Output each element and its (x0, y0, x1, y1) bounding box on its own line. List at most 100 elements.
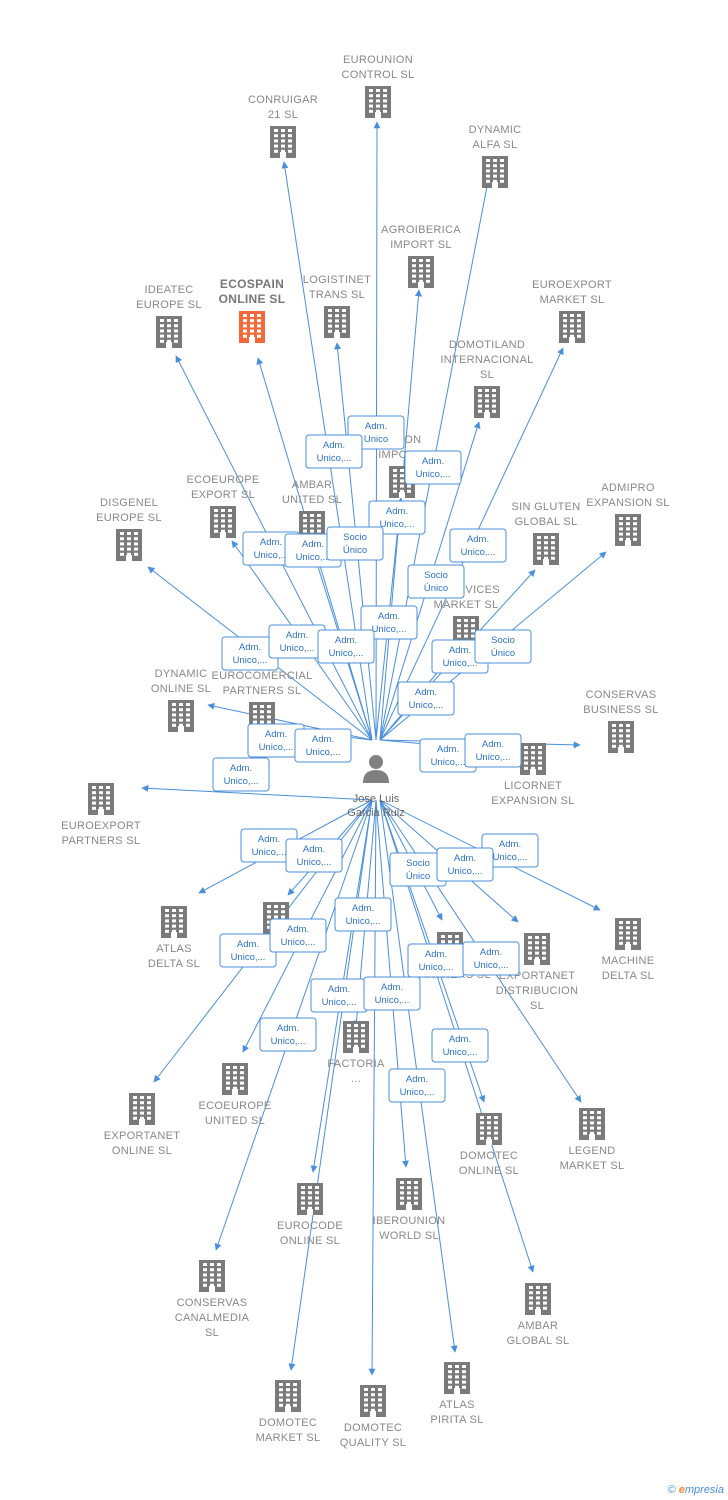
building-window (315, 1196, 319, 1200)
building-window (186, 713, 190, 717)
building-window (328, 329, 332, 333)
building-window (376, 99, 380, 103)
building-window (426, 274, 430, 278)
building-window (619, 744, 623, 748)
role-text: Unico,... (346, 916, 381, 927)
role-label: Adm.Unico,... (419, 738, 477, 773)
footer-brand[interactable]: © empresia (668, 1484, 724, 1496)
company-label: ATLAS (156, 943, 192, 955)
company-factoria[interactable]: FACTORIA... (327, 1021, 385, 1085)
building-window (369, 104, 373, 108)
building-window (228, 529, 232, 533)
company-label: PIRITA SL (430, 1414, 483, 1426)
building-window (543, 1301, 547, 1305)
company-label: GLOBAL SL (515, 516, 578, 528)
building-window (354, 1034, 358, 1038)
building-window (281, 915, 285, 919)
building-window (542, 936, 546, 939)
building-window (133, 1106, 137, 1110)
building-door (406, 1204, 412, 1210)
building-window (288, 149, 292, 153)
role-text: Unico,... (259, 742, 294, 753)
building-window (590, 1126, 594, 1130)
building-window (240, 1086, 244, 1090)
role-label: Adm.Unico,... (397, 681, 455, 716)
building-window (335, 324, 339, 328)
building-window (480, 1126, 484, 1130)
company-label: ... (351, 1073, 361, 1085)
building-window (448, 1385, 452, 1389)
building-window (544, 536, 548, 539)
building-window (364, 1408, 368, 1412)
building-window (281, 905, 285, 908)
company-label: CONSERVAS (177, 1297, 248, 1309)
role-text: Adm. (323, 440, 345, 451)
role-label: Adm.Unico,... (317, 629, 375, 664)
building-window (376, 104, 380, 108)
building-window (203, 1278, 207, 1282)
building-window (167, 324, 171, 328)
role-text: Adm. (302, 539, 324, 550)
building-window (577, 319, 581, 323)
building-door (535, 1309, 541, 1315)
building-window (457, 619, 461, 622)
building-window (419, 264, 423, 268)
building-window (494, 1126, 498, 1130)
building-window (342, 329, 346, 333)
building-window (328, 319, 332, 323)
person-name: Garcia Ruiz (347, 807, 404, 819)
person-name: Jose Luis (353, 793, 400, 805)
building-window (537, 551, 541, 555)
building-window (529, 1306, 533, 1310)
role-text: Unico,... (322, 997, 357, 1008)
company-label: DISTRIBUCION (496, 985, 578, 997)
company-label: ECOEUROPE (199, 1100, 272, 1112)
role-text: Adm. (437, 744, 459, 755)
building-window (371, 1393, 375, 1397)
company-label: ECOEUROPE (187, 474, 260, 486)
building-window (538, 761, 542, 765)
building-window (383, 104, 387, 108)
building-window (487, 1116, 491, 1119)
building-door (166, 342, 172, 348)
building-window (626, 931, 630, 935)
building-door (139, 1119, 145, 1125)
building-window (260, 705, 264, 708)
building-window (308, 1191, 312, 1195)
building-window (92, 796, 96, 800)
role-label: Adm.Unico,... (404, 450, 462, 485)
building-window (570, 314, 574, 317)
building-window (441, 940, 445, 944)
